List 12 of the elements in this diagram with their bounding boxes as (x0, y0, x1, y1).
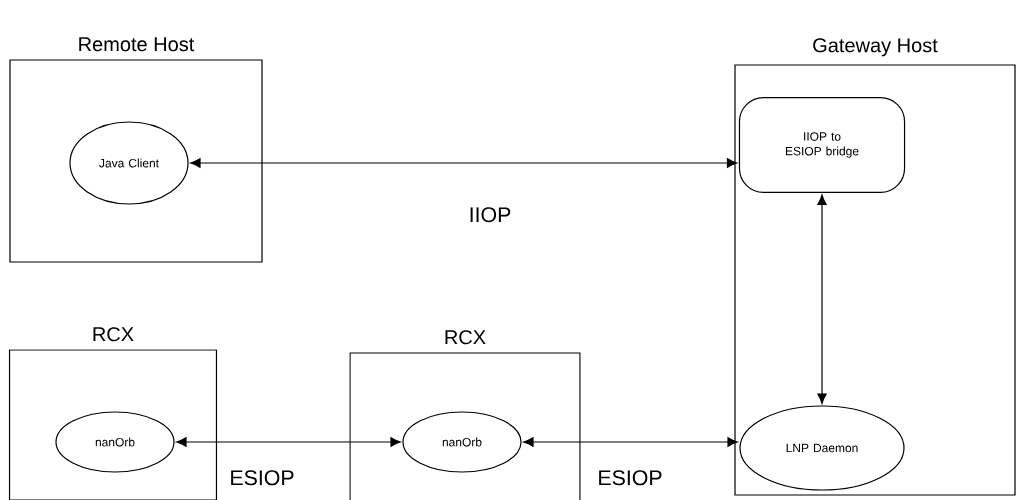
node-label: Gateway Host (813, 38, 938, 57)
node-label: RCX (445, 330, 486, 345)
process-box: IIOP to ESIOP bridge (738, 96, 906, 194)
node-label: Remote Host (79, 37, 195, 52)
node-label: RCX (93, 327, 134, 342)
arrow (176, 437, 401, 447)
edge-label: ESIOP (231, 470, 294, 486)
arrow (817, 194, 827, 404)
arrow (523, 437, 738, 447)
edge-label: IIOP (470, 207, 511, 223)
arrow (190, 158, 738, 168)
edge-label: ESIOP (599, 470, 662, 486)
